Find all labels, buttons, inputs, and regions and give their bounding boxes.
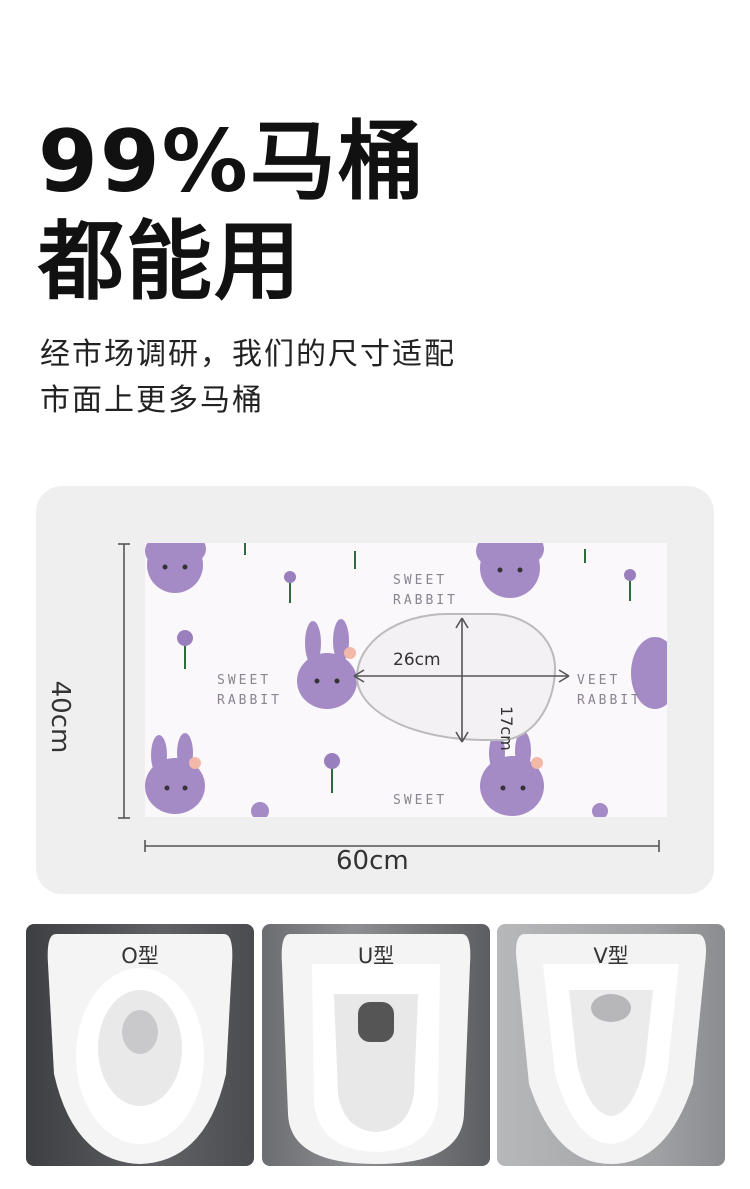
toilet-type-label: O型	[121, 944, 159, 968]
tulip-icon	[177, 569, 636, 769]
hole-height-label: 17cm	[497, 706, 516, 751]
headline-line-1: 99%马桶	[38, 112, 426, 212]
headline: 99%马桶 都能用	[38, 112, 426, 312]
toilet-u-illustration	[281, 934, 471, 1164]
toilet-o-illustration	[47, 934, 233, 1164]
mat-height-label: 40cm	[45, 680, 75, 754]
subtext: 经市场调研，我们的尺寸适配 市面上更多马桶	[40, 332, 456, 424]
toilet-type-label: U型	[357, 944, 395, 968]
toilet-v-illustration	[516, 934, 706, 1164]
headline-line-2: 都能用	[38, 212, 302, 312]
seat-hole	[356, 613, 556, 741]
rabbit-icon	[480, 731, 544, 816]
rabbit-icon	[476, 543, 544, 598]
pattern-text: SWEET	[393, 793, 448, 808]
hole-width-label: 26cm	[393, 650, 441, 670]
subtext-line-2: 市面上更多马桶	[40, 383, 264, 418]
dimension-lines	[118, 543, 660, 852]
toilet-type-label: V型	[593, 944, 629, 968]
rabbit-icon	[145, 733, 205, 814]
toilet-type-o-panel: O型	[26, 924, 254, 1166]
mat-width-label: 60cm	[336, 846, 409, 876]
toilet-type-u-panel: U型	[262, 924, 490, 1166]
toilet-type-v-panel: V型	[497, 924, 725, 1166]
rabbit-icon	[251, 802, 608, 817]
rabbit-pattern-illustration	[145, 543, 667, 817]
rabbit-icon	[145, 543, 206, 593]
rabbit-icon	[631, 637, 667, 709]
rabbit-icon	[297, 619, 357, 709]
subtext-line-1: 经市场调研，我们的尺寸适配	[40, 337, 456, 372]
